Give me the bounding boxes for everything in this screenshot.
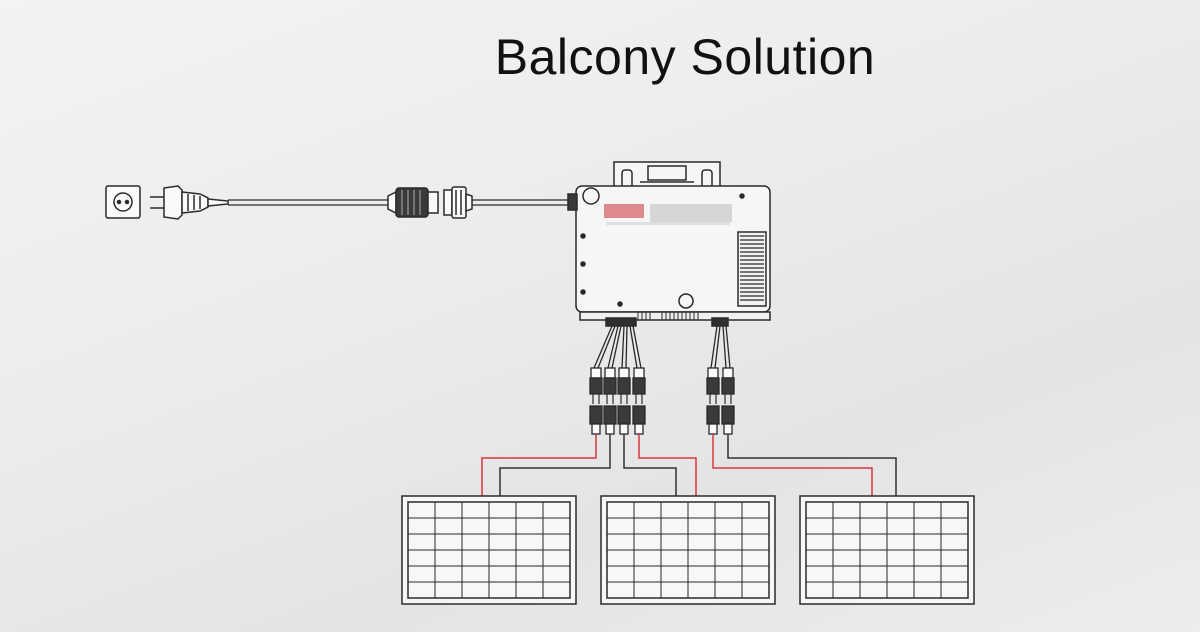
ac-connector-icon <box>387 186 473 219</box>
ac-cable <box>228 199 574 206</box>
mc4-connector-icon <box>589 367 735 404</box>
dc-leads <box>593 325 731 369</box>
mc4-connector-mating-icon <box>589 405 735 435</box>
solar-panel-1 <box>401 495 577 605</box>
micro-inverter <box>567 161 771 327</box>
schuko-plug-icon <box>150 185 229 220</box>
solar-panel-2 <box>600 495 776 605</box>
wall-socket-icon <box>105 185 141 219</box>
solar-panel-3 <box>799 495 975 605</box>
panel-wiring <box>481 434 897 496</box>
page-title: Balcony Solution <box>494 29 876 85</box>
